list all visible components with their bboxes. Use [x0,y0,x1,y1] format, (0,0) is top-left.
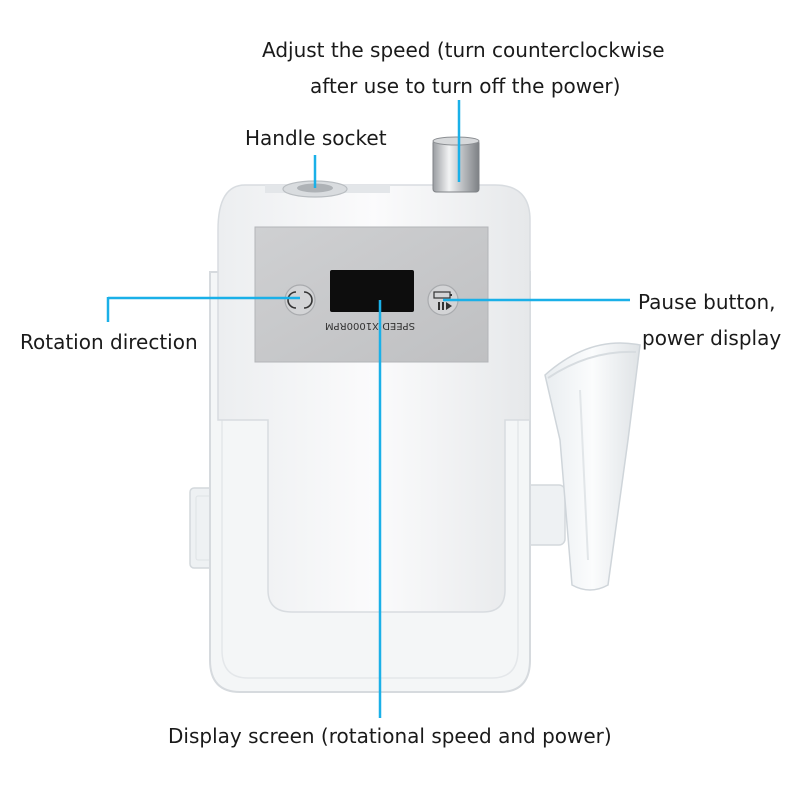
display-screen-label: Display screen (rotational speed and pow… [168,724,612,748]
rotation-direction-button [284,284,316,316]
pause-button-label-line1: Pause button, [638,290,776,314]
pause-icon [438,302,440,310]
speed-knob-label-line2: after use to turn off the power) [310,74,621,98]
callout-lines [106,100,630,718]
speed-knob [432,136,480,193]
display-screen [330,270,414,312]
play-icon [446,302,452,310]
holder-cup [519,342,641,591]
handle-socket-label: Handle socket [245,126,387,150]
speed-unit-text: SPEED:X1000RPM [325,320,415,331]
pause-button-label-line2: power display [642,326,782,350]
speed-knob-label-line1: Adjust the speed (turn counterclockwise [262,38,665,62]
rotation-direction-label: Rotation direction [20,330,198,354]
